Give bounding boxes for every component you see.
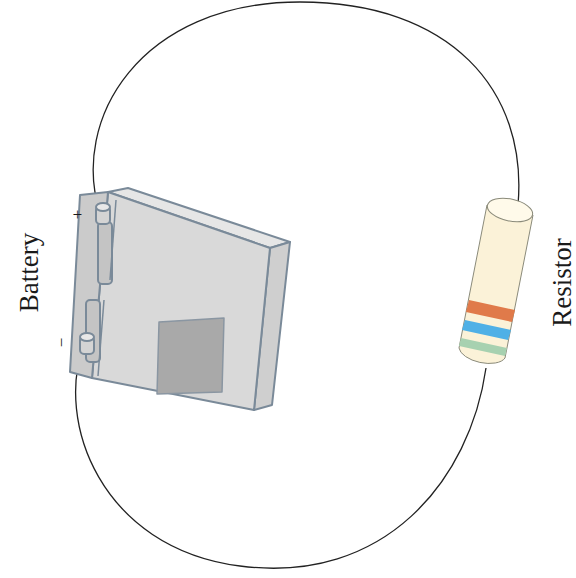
part-name: Resistor — [548, 238, 575, 327]
resistor-symbol — [459, 194, 535, 363]
part-name: Battery — [17, 232, 44, 311]
battery-symbol — [70, 188, 290, 410]
terminal-sign: + — [70, 209, 87, 219]
terminal-sign: − — [54, 337, 71, 347]
wire — [93, 2, 519, 213]
